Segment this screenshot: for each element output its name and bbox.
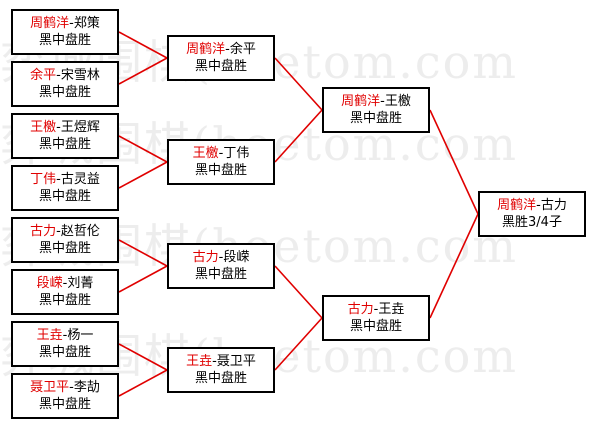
connector-line: [118, 239, 168, 267]
connector-line: [274, 109, 323, 163]
connector-line: [274, 265, 323, 319]
loser-name: 王煜辉: [60, 120, 100, 135]
match-result: 黑中盘胜: [38, 189, 91, 204]
winner-name: 余平: [30, 68, 57, 83]
connector-line: [429, 109, 479, 215]
loser-name: 杨一: [67, 328, 94, 343]
loser-name: 丁伟: [223, 146, 250, 161]
match-box-round3: 周鹤洋-王檄 黑中盘胜: [322, 87, 430, 133]
loser-name: 古力: [540, 198, 567, 213]
separator: -: [218, 146, 224, 161]
separator: -: [56, 224, 61, 239]
separator: -: [62, 328, 68, 343]
match-result: 黑中盘胜: [349, 319, 402, 334]
winner-name: 王垚: [186, 354, 213, 369]
connector-line: [118, 343, 168, 371]
connector-line: [274, 57, 323, 111]
connector-line: [118, 369, 168, 397]
match-result: 黑中盘胜: [38, 33, 91, 48]
separator: -: [218, 250, 224, 265]
loser-name: 李劼: [73, 380, 100, 395]
match-result: 黑中盘胜: [349, 111, 402, 126]
separator: -: [62, 276, 68, 291]
match-result: 黑中盘胜: [38, 85, 91, 100]
separator: -: [56, 120, 61, 135]
separator: -: [69, 380, 74, 395]
winner-name: 王檄: [192, 146, 219, 161]
connector-line: [118, 135, 168, 163]
match-result: 黑中盘胜: [38, 397, 91, 412]
match-box-round3: 古力-王垚 黑中盘胜: [322, 295, 430, 341]
loser-name: 古灵益: [60, 172, 100, 187]
winner-name: 古力: [30, 224, 57, 239]
separator: -: [373, 302, 379, 317]
match-result: 黑胜3/4子: [502, 215, 562, 230]
separator: -: [225, 42, 230, 57]
winner-name: 周鹤洋: [341, 94, 381, 109]
loser-name: 刘菁: [67, 276, 94, 291]
match-result: 黑中盘胜: [38, 137, 91, 152]
match-box-round2: 古力-段嵘 黑中盘胜: [167, 243, 275, 289]
separator: -: [380, 94, 385, 109]
match-box-final: 周鹤洋-古力 黑胜3/4子: [478, 191, 586, 237]
match-result: 黑中盘胜: [38, 293, 91, 308]
match-box-round1: 段嵘-刘菁 黑中盘胜: [11, 269, 119, 315]
winner-name: 周鹤洋: [497, 198, 537, 213]
winner-name: 周鹤洋: [30, 16, 70, 31]
match-box-round1: 余平-宋雪林 黑中盘胜: [11, 61, 119, 107]
match-box-round1: 丁伟-古灵益 黑中盘胜: [11, 165, 119, 211]
match-box-round1: 聂卫平-李劼 黑中盘胜: [11, 373, 119, 419]
separator: -: [536, 198, 541, 213]
match-box-round2: 王垚-聂卫平 黑中盘胜: [167, 347, 275, 393]
loser-name: 赵哲伦: [60, 224, 100, 239]
match-box-round1: 王檄-王煜辉 黑中盘胜: [11, 113, 119, 159]
match-box-round2: 王檄-丁伟 黑中盘胜: [167, 139, 275, 185]
match-result: 黑中盘胜: [194, 371, 247, 386]
connector-line: [118, 265, 168, 293]
loser-name: 郑策: [73, 16, 100, 31]
winner-name: 周鹤洋: [186, 42, 226, 57]
winner-name: 聂卫平: [30, 380, 70, 395]
match-result: 黑中盘胜: [194, 59, 247, 74]
match-result: 黑中盘胜: [38, 241, 91, 256]
winner-name: 段嵘: [36, 276, 63, 291]
winner-name: 王檄: [30, 120, 57, 135]
loser-name: 段嵘: [223, 250, 250, 265]
separator: -: [56, 68, 61, 83]
winner-name: 古力: [347, 302, 374, 317]
match-result: 黑中盘胜: [194, 163, 247, 178]
connector-line: [118, 57, 168, 85]
loser-name: 宋雪林: [60, 68, 100, 83]
connector-line: [429, 213, 479, 319]
loser-name: 聂卫平: [216, 354, 256, 369]
connector-line: [118, 161, 168, 189]
connector-line: [118, 31, 168, 59]
winner-name: 古力: [192, 250, 219, 265]
loser-name: 王檄: [384, 94, 411, 109]
match-box-round1: 王垚-杨一 黑中盘胜: [11, 321, 119, 367]
loser-name: 余平: [229, 42, 256, 57]
winner-name: 丁伟: [30, 172, 57, 187]
match-box-round1: 古力-赵哲伦 黑中盘胜: [11, 217, 119, 263]
match-box-round2: 周鹤洋-余平 黑中盘胜: [167, 35, 275, 81]
separator: -: [56, 172, 61, 187]
loser-name: 王垚: [378, 302, 405, 317]
match-result: 黑中盘胜: [194, 267, 247, 282]
separator: -: [69, 16, 74, 31]
match-box-round1: 周鹤洋-郑策 黑中盘胜: [11, 9, 119, 55]
connector-line: [274, 317, 323, 371]
match-result: 黑中盘胜: [38, 345, 91, 360]
separator: -: [212, 354, 217, 369]
winner-name: 王垚: [36, 328, 63, 343]
